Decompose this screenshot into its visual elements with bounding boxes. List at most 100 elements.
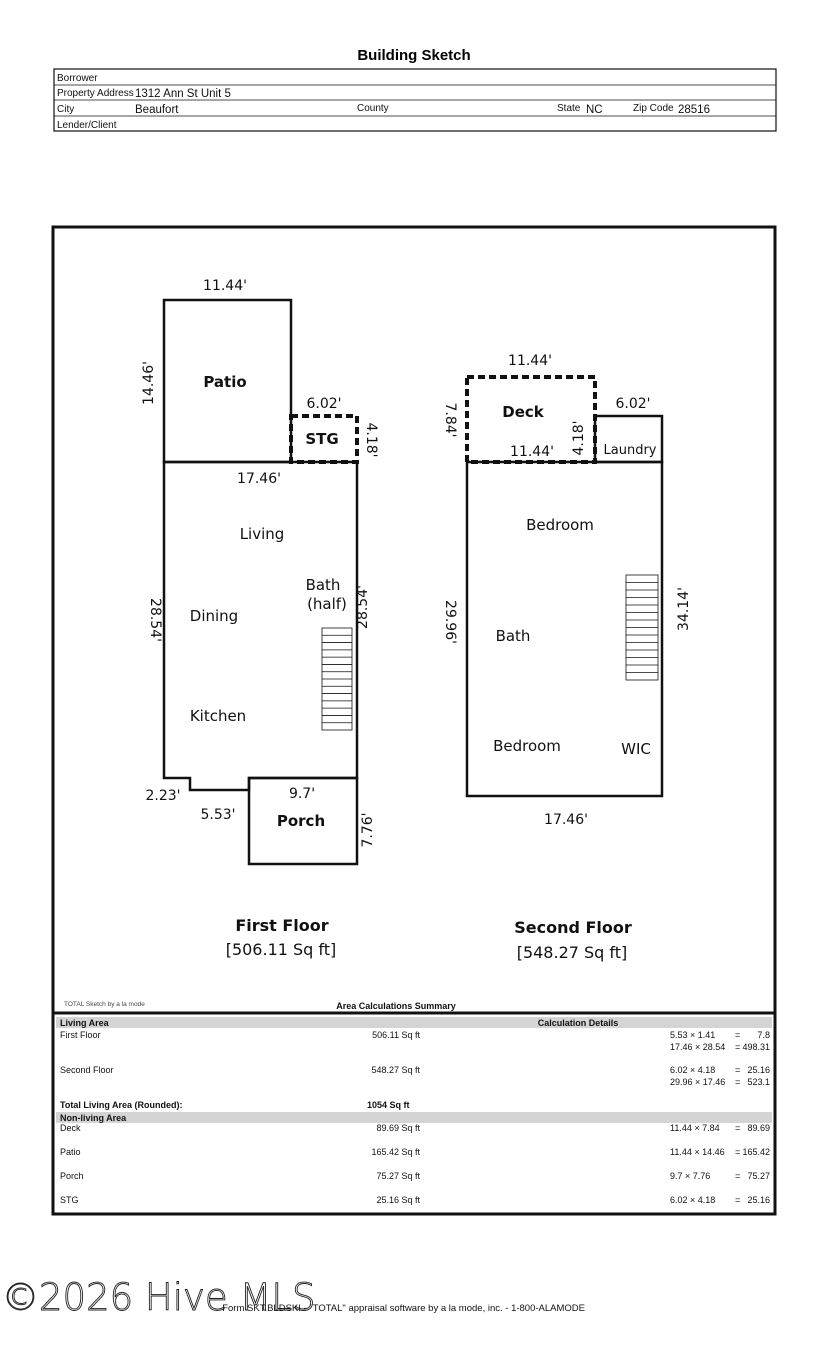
address-label: Property Address [57,88,134,99]
room-label: Bath [496,627,531,645]
svg-text:11.44 × 14.46: 11.44 × 14.46 [670,1147,725,1157]
svg-text:89.69: 89.69 [747,1123,770,1133]
lender-label: Lender/Client [57,120,117,131]
room-label: Bedroom [493,737,561,755]
svg-text:=: = [735,1065,740,1075]
svg-text:25.16 Sq ft: 25.16 Sq ft [376,1195,420,1205]
room-label: Dining [190,607,238,625]
summary-title: Area Calculations Summary [336,1001,456,1011]
svg-text:89.69 Sq ft: 89.69 Sq ft [376,1123,420,1133]
svg-text:523.1: 523.1 [747,1077,770,1087]
address-value: 1312 Ann St Unit 5 [135,88,231,100]
page-title: Building Sketch [357,47,470,64]
second-floor-outline [465,460,664,798]
svg-text:5.53 × 1.41: 5.53 × 1.41 [670,1030,715,1040]
svg-text:75.27 Sq ft: 75.27 Sq ft [376,1171,420,1181]
table-row: Porch 75.27 Sq ft 9.7 × 7.76 = 75.27 [60,1171,770,1181]
svg-text:25.16: 25.16 [747,1065,770,1075]
credit-text: TOTAL Sketch by a la mode [64,1001,145,1008]
county-label: County [357,103,389,114]
table-row: First Floor 506.11 Sq ft 5.53 × 1.41 = 7… [60,1030,770,1052]
svg-text:75.27: 75.27 [747,1171,770,1181]
table-row: STG 25.16 Sq ft 6.02 × 4.18 = 25.16 [60,1195,770,1205]
svg-text:=: = [735,1042,740,1052]
svg-text:548.27 Sq ft: 548.27 Sq ft [371,1065,420,1075]
floor-title: Second Floor [514,918,632,937]
floor-area: [548.27 Sq ft] [517,943,628,962]
dim-label: 11.44' [203,278,247,294]
living-area-header: Living Area [60,1018,110,1028]
svg-text:Patio: Patio [60,1147,81,1157]
room-label: Bath [306,576,341,594]
svg-text:=: = [735,1030,740,1040]
svg-text:7.8: 7.8 [757,1030,770,1040]
dim-label: 28.54' [355,585,371,629]
dim-label: 2.23' [145,788,180,804]
floor-title: First Floor [235,916,328,935]
dim-label: 29.96' [442,600,458,644]
svg-text:=: = [735,1195,740,1205]
first-floor-outline [162,460,359,792]
total-living-label: Total Living Area (Rounded): [60,1100,183,1110]
second-floor-plan: 11.44' Deck 6.02' 7.84' 11.44' 4.18' Lau… [442,353,692,962]
dim-label: 17.46' [544,812,588,828]
room-label: Porch [277,812,325,830]
city-label: City [57,104,74,115]
svg-text:17.46 × 28.54: 17.46 × 28.54 [670,1042,725,1052]
footer-text: Form SKT.BLDSKI - "TOTAL" appraisal soft… [222,1303,585,1314]
room-label: Living [240,525,285,543]
svg-text:11.44 × 7.84: 11.44 × 7.84 [670,1123,720,1133]
property-info-table: Borrower Property Address 1312 Ann St Un… [53,68,777,132]
svg-text:29.96 × 17.46: 29.96 × 17.46 [670,1077,725,1087]
stairs-icon [625,574,659,681]
room-label: Bedroom [526,516,594,534]
svg-text:6.02 × 4.18: 6.02 × 4.18 [670,1065,715,1075]
city-value: Beaufort [135,104,179,116]
svg-text:165.42: 165.42 [742,1147,770,1157]
non-living-header: Non-living Area [60,1113,127,1123]
svg-text:=: = [735,1147,740,1157]
state-value: NC [586,104,603,116]
svg-text:Second Floor: Second Floor [60,1065,114,1075]
dim-label: 9.7' [289,786,315,802]
table-row: Patio 165.42 Sq ft 11.44 × 14.46 = 165.4… [60,1147,770,1157]
room-label: WIC [621,740,651,758]
dim-label: 11.44' [510,444,554,460]
area-calculations-summary: TOTAL Sketch by a la mode Area Calculati… [53,1001,775,1205]
room-label: Laundry [604,443,657,458]
svg-text:165.42 Sq ft: 165.42 Sq ft [371,1147,420,1157]
room-label: (half) [307,595,347,613]
calc-details-header: Calculation Details [538,1018,619,1028]
floor-area: [506.11 Sq ft] [226,940,337,959]
sketch-frame [51,225,777,1216]
dim-label: 6.02' [615,396,650,412]
dim-label: 14.46' [141,361,157,405]
dim-label: 7.84' [442,402,458,437]
dim-label: 4.18' [571,420,587,455]
dim-label: 28.54' [147,598,163,642]
total-living-value: 1054 Sq ft [367,1100,410,1110]
svg-text:6.02 × 4.18: 6.02 × 4.18 [670,1195,715,1205]
first-floor-plan: 11.44' 14.46' Patio 6.02' STG 4.18' 17.4… [141,278,379,959]
state-label: State [557,103,581,114]
zip-value: 28516 [678,104,710,116]
dim-label: 34.14' [676,587,692,631]
room-label: Patio [203,373,246,391]
dim-label: 5.53' [200,807,235,823]
dim-label: 11.44' [508,353,552,369]
svg-text:Deck: Deck [60,1123,81,1133]
svg-text:=: = [735,1077,740,1087]
room-label: Deck [502,403,545,421]
borrower-label: Borrower [57,73,98,84]
svg-text:=: = [735,1171,740,1181]
watermark: ©2026 Hive MLS [2,1276,315,1319]
zip-label: Zip Code [633,103,674,114]
dim-label: 4.18' [363,422,379,457]
svg-text:498.31: 498.31 [742,1042,770,1052]
dim-label: 17.46' [237,471,281,487]
table-row: Deck 89.69 Sq ft 11.44 × 7.84 = 89.69 [60,1123,770,1133]
room-label: Kitchen [190,707,246,725]
dim-label: 7.76' [360,812,376,847]
svg-text:=: = [735,1123,740,1133]
svg-text:First Floor: First Floor [60,1030,101,1040]
